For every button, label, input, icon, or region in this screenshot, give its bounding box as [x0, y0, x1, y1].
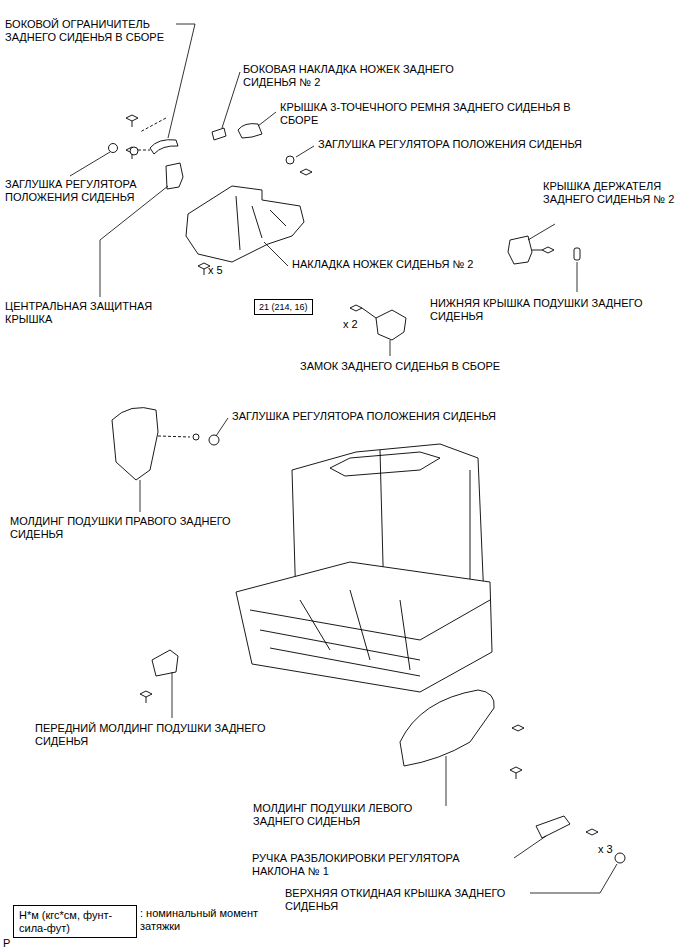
- center-cover-part: [166, 163, 183, 189]
- quantity-label: x 2: [343, 318, 358, 331]
- legend-box: Н*м (кгс*см, фунт-сила-фут): номинальный…: [13, 905, 137, 938]
- torque-box: 21 (214, 16): [254, 299, 313, 315]
- part-label: РУЧКА РАЗБЛОКИРОВКИ РЕГУЛЯТОРА НАКЛОНА №…: [252, 852, 507, 877]
- leader-line: [140, 480, 141, 512]
- side-limiter-part: [150, 140, 178, 154]
- screw-part: [510, 767, 522, 779]
- cap-part: [109, 144, 118, 153]
- frame-line: [250, 590, 490, 676]
- leader-line: [70, 152, 110, 176]
- quantity-label: x 5: [208, 264, 223, 277]
- cap-part: [209, 435, 219, 445]
- part-label: ЗАГЛУШКА РЕГУЛЯТОРА ПОЛОЖЕНИЯ СИДЕНЬЯ: [5, 178, 175, 203]
- part-label: КРЫШКА 3-ТОЧЕЧНОГО РЕМНЯ ЗАДНЕГО СИДЕНЬЯ…: [280, 101, 590, 126]
- unit-text: 21 (214, 16): [259, 302, 308, 312]
- leader-line: [172, 672, 173, 718]
- leader-line: [530, 864, 617, 893]
- cap-part: [615, 853, 625, 863]
- part-label: МОЛДИНГ ПОДУШКИ ЛЕВОГО ЗАДНЕГО СИДЕНЬЯ: [253, 802, 438, 827]
- bolt-part: [532, 247, 554, 253]
- seat-cushion-part: [236, 562, 492, 692]
- part-label: ПЕРЕДНИЙ МОЛДИНГ ПОДУШКИ ЗАДНЕГО СИДЕНЬЯ: [35, 722, 275, 747]
- front-molding-part: [152, 650, 178, 676]
- leader-line: [514, 836, 546, 858]
- leader-line: [390, 340, 391, 356]
- legend-note: : номинальный момент затяжки: [140, 907, 270, 932]
- quantity-label: x 3: [598, 843, 613, 856]
- release-handle-part: [536, 816, 570, 838]
- headrest-line: [330, 452, 440, 476]
- foot-cover-part: [186, 186, 304, 262]
- lower-cover-part: [574, 248, 580, 260]
- unit-text: Н*м (кгс*см, фунт-сила-фут): [19, 909, 131, 934]
- screw-part: [140, 691, 152, 703]
- part-label: БОКОВОЙ ОГРАНИЧИТЕЛЬ ЗАДНЕГО СИДЕНЬЯ В С…: [5, 18, 175, 43]
- bolt-part: [126, 115, 138, 127]
- part-label: МОЛДИНГ ПОДУШКИ ПРАВОГО ЗАДНЕГО СИДЕНЬЯ: [10, 515, 270, 540]
- bolt-part: [350, 305, 376, 318]
- part-label: ЦЕНТРАЛЬНАЯ ЗАЩИТНАЯ КРЫШКА: [5, 300, 185, 325]
- leader-line: [296, 146, 314, 157]
- page-code: P: [3, 937, 10, 950]
- leader-line: [446, 756, 447, 806]
- leader-line: [100, 186, 168, 297]
- leader-line: [168, 24, 195, 138]
- bolt-part: [300, 169, 312, 175]
- detail-line: [236, 196, 286, 250]
- cap-part: [286, 156, 294, 164]
- part-label: ЗАМОК ЗАДНЕГО СИДЕНЬЯ В СБОРЕ: [300, 360, 500, 373]
- leader-line: [528, 224, 555, 240]
- leader-line: [577, 262, 578, 292]
- screw-part: [512, 725, 524, 731]
- seat-lock-part: [376, 310, 406, 340]
- cap-part: [130, 147, 138, 155]
- leader-line: [258, 112, 276, 126]
- part-label: ЗАГЛУШКА РЕГУЛЯТОРА ПОЛОЖЕНИЯ СИДЕНЬЯ: [318, 138, 582, 151]
- leader-line: [222, 72, 240, 128]
- part-label: КРЫШКА ДЕРЖАТЕЛЯ ЗАДНЕГО СИДЕНЬЯ № 2: [543, 180, 685, 205]
- leader-line: [216, 418, 228, 436]
- bolt-part: [586, 829, 598, 835]
- dash-line: [140, 118, 166, 132]
- part-label: НАКЛАДКА НОЖЕК СИДЕНЬЯ № 2: [292, 258, 473, 271]
- bolt-part: [126, 147, 138, 159]
- leader-line: [264, 242, 288, 266]
- clip-part: [193, 434, 199, 440]
- dash-line: [138, 150, 150, 151]
- left-molding-part: [400, 690, 494, 766]
- part-label: БОКОВАЯ НАКЛАДКА НОЖЕК ЗАДНЕГО СИДЕНЬЯ №…: [243, 63, 493, 88]
- part-label: НИЖНЯЯ КРЫШКА ПОДУШКИ ЗАДНЕГО СИДЕНЬЯ: [430, 297, 680, 322]
- dash-line: [158, 436, 190, 437]
- part-label: ЗАГЛУШКА РЕГУЛЯТОРА ПОЛОЖЕНИЯ СИДЕНЬЯ: [232, 410, 496, 423]
- right-molding-part: [112, 408, 158, 480]
- part-label: ВЕРХНЯЯ ОТКИДНАЯ КРЫШКА ЗАДНЕГО СИДЕНЬЯ: [285, 887, 515, 912]
- trim-plate-part: [212, 128, 226, 140]
